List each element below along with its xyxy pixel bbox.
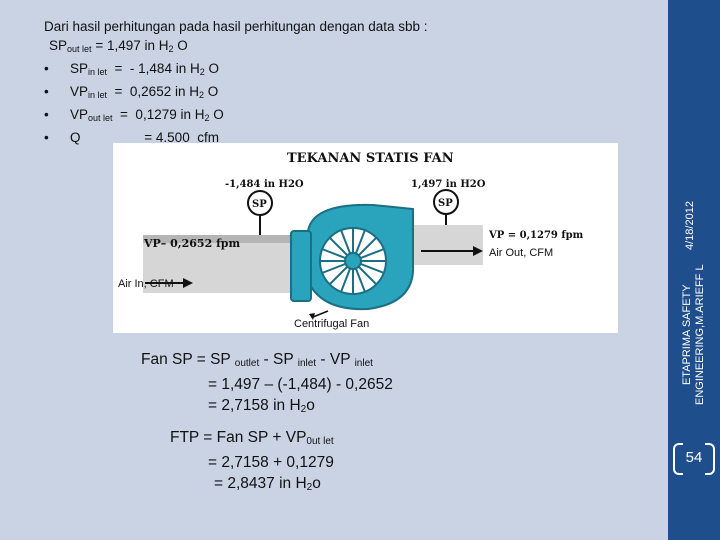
impeller-hub [344, 252, 362, 270]
bullet-vp-outlet: •VPout let = 0,1279 in H2 O [44, 107, 224, 123]
intro-heading: Dari hasil perhitungan pada hasil perhit… [44, 19, 428, 34]
fan-inlet-ring [290, 230, 312, 302]
fan-diagram: TEKANAN STATIS FAN -1,484 in H2O 1,497 i… [113, 143, 618, 333]
fan-sp-result: = 2,7158 in H2o [208, 397, 315, 415]
fan-sp-substitution: = 1,497 – (-1,484) - 0,2652 [208, 376, 393, 393]
fan-sp-calculation: Fan SP = SP outlet - SP inlet - VP inlet… [141, 349, 393, 420]
gauge-label-out: SP [438, 198, 453, 209]
fan-label: Centrifugal Fan [294, 318, 369, 330]
inlet-gauge-icon: SP [247, 190, 273, 235]
fan-diagram-svg: TEKANAN STATIS FAN -1,484 in H2O 1,497 i… [118, 151, 584, 330]
ftp-substitution: = 2,7158 + 0,1279 [208, 454, 334, 471]
figure-title: TEKANAN STATIS FAN [287, 151, 454, 166]
outlet-duct [413, 225, 483, 265]
bracket-right-icon [705, 443, 715, 475]
fan-label-arrow-icon [309, 310, 329, 320]
bullet-sp-inlet: •SPin let = - 1,484 in H2 O [44, 61, 219, 77]
ftp-formula: FTP = Fan SP + VP0ut let [170, 429, 334, 447]
sidebar-band [668, 0, 720, 540]
air-in-label: Air In, CFM [118, 278, 174, 290]
ftp-result: = 2,8437 in H2o [214, 475, 321, 493]
gauge-label-in: SP [252, 199, 267, 210]
sp-outlet-label: 1,497 in H2O [411, 179, 486, 190]
bracket-left-icon [673, 443, 683, 475]
fan-sp-formula: Fan SP = SP outlet - SP inlet - VP inlet [141, 351, 373, 369]
air-in-arrow-icon [145, 278, 193, 288]
vp-inlet-label: VP– 0,2652 fpm [143, 237, 240, 250]
vp-outlet-label: VP = 0,1279 fpm [488, 230, 584, 241]
outlet-gauge-icon: SP [433, 189, 459, 225]
ftp-calculation: FTP = Fan SP + VP0ut let = 2,7158 + 0,12… [170, 427, 334, 498]
sp-outlet-line: SPout let = 1,497 in H2 O [49, 38, 188, 54]
bullet-vp-inlet: •VPin let = 0,2652 in H2 O [44, 84, 219, 100]
inlet-duct-top [143, 235, 293, 243]
intro-text: Dari hasil perhitungan pada hasil perhit… [44, 17, 428, 147]
slide-author: ETAPRIMA SAFETY ENGINEERING,M.ARIEFF L [681, 264, 706, 405]
sp-inlet-label: -1,484 in H2O [225, 179, 304, 190]
air-out-arrow-icon [421, 246, 483, 256]
page-number: 54 [670, 441, 718, 475]
air-out-label: Air Out, CFM [489, 247, 553, 259]
bullet-q: •Q = 4.500 cfm [44, 130, 219, 145]
slide-date: 4/18/2012 [684, 201, 696, 250]
